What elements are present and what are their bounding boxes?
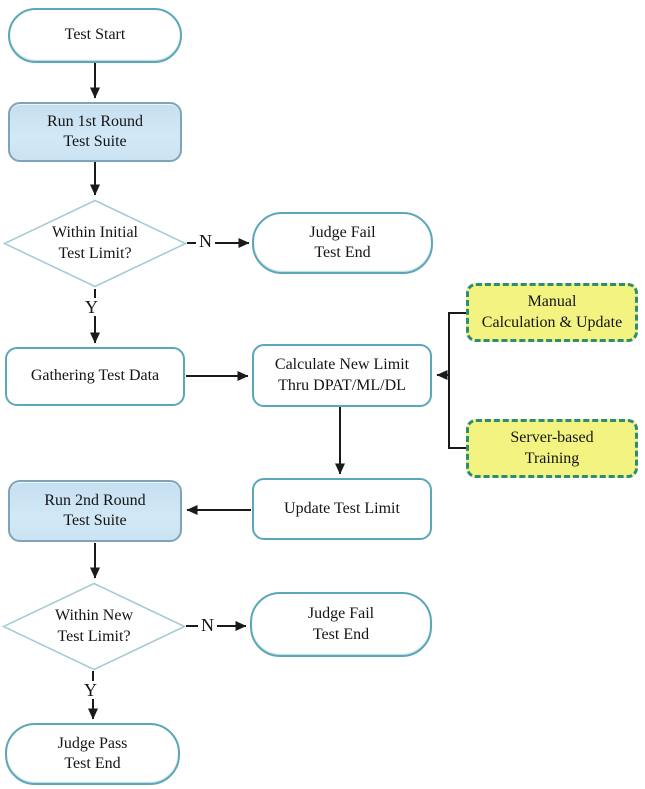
- node-label-line: Test Limit?: [57, 627, 131, 645]
- node-label-line: Run 1st Round: [46, 112, 143, 130]
- node-label-line: Calculate New Limit: [274, 356, 410, 374]
- node-calculate-new-limit: Calculate New Limit Thru DPAT/ML/DL: [252, 344, 432, 407]
- edge-label-dec1-no: N: [196, 232, 215, 250]
- node-judge-fail-test-end-2: Judge Fail Test End: [250, 592, 432, 657]
- node-label-line: Gathering Test Data: [30, 367, 160, 385]
- diamond-shape: [3, 199, 187, 288]
- node-decision-within-initial-test-limit: Within Initial Test Limit?: [3, 199, 187, 288]
- node-label-line: Server-based: [510, 429, 594, 447]
- node-label-line: Test End: [312, 625, 370, 643]
- node-label-line: Test Start: [64, 26, 126, 44]
- node-label-line: Within New: [54, 607, 133, 625]
- node-label-line: Calculation & Update: [481, 313, 623, 331]
- node-label-line: Training: [524, 449, 580, 467]
- node-server-based-training: Server-based Training: [466, 419, 638, 478]
- node-label-line: Test End: [314, 244, 371, 261]
- node-label-line: Thru DPAT/ML/DL: [278, 376, 406, 394]
- node-label-line: Within Initial: [51, 224, 138, 242]
- node-run-2nd-round-test-suite: Run 2nd Round Test Suite: [8, 480, 182, 542]
- node-test-start: Test Start: [8, 8, 182, 63]
- edge-label-dec2-yes: Y: [81, 681, 100, 699]
- node-label-line: Test End: [64, 755, 121, 772]
- edge-label-dec2-no: N: [198, 616, 217, 634]
- node-label-line: Manual: [527, 293, 577, 311]
- node-label-line: Judge Fail: [309, 223, 376, 241]
- node-label-line: Run 2nd Round: [44, 491, 146, 509]
- node-label-line: Judge Fail: [307, 605, 375, 623]
- node-gathering-test-data: Gathering Test Data: [5, 347, 185, 406]
- node-judge-pass-test-end: Judge Pass Test End: [5, 723, 180, 785]
- node-run-1st-round-test-suite: Run 1st Round Test Suite: [8, 102, 182, 162]
- diamond-shape: [2, 582, 186, 671]
- node-label-line: Judge Pass: [57, 734, 128, 752]
- node-label-line: Test Limit?: [58, 244, 132, 262]
- edge-label-dec1-yes: Y: [82, 298, 101, 316]
- node-label-line: Test Suite: [63, 133, 127, 150]
- node-label-line: Update Test Limit: [284, 499, 400, 517]
- node-manual-calculation-update: Manual Calculation & Update: [466, 283, 638, 342]
- node-judge-fail-test-end-1: Judge Fail Test End: [252, 212, 433, 274]
- bracket-callouts: [448, 312, 466, 449]
- node-update-test-limit: Update Test Limit: [252, 478, 432, 540]
- node-label-line: Test Suite: [63, 512, 127, 529]
- node-decision-within-new-test-limit: Within New Test Limit?: [2, 582, 186, 671]
